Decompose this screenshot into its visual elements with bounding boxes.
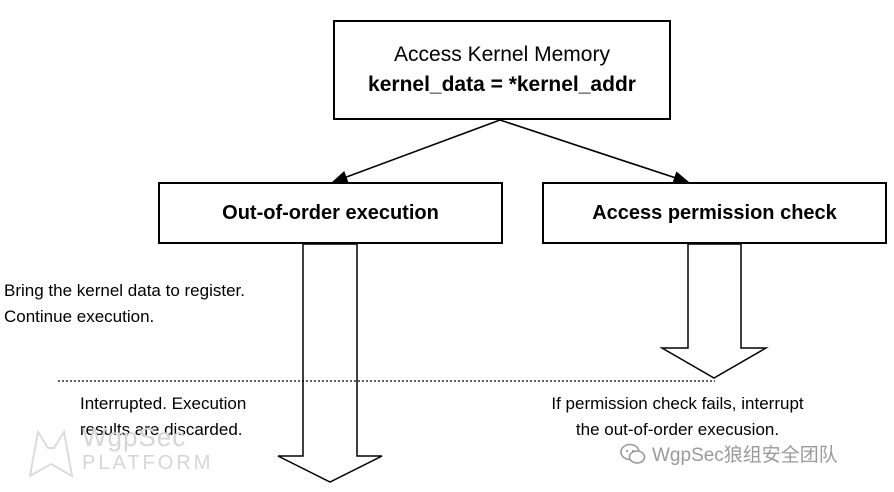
wolf-logo-icon — [28, 429, 74, 478]
left-block-arrow — [277, 243, 383, 483]
access-kernel-memory-box: Access Kernel Memory kernel_data = *kern… — [333, 20, 671, 120]
connector-to-left-box — [331, 119, 501, 183]
note-interrupted: Interrupted. Execution results are disca… — [80, 391, 246, 443]
watermark-wechat: WgpSec狼组安全团队 — [620, 440, 838, 467]
note-line: results are discarded. — [80, 420, 243, 439]
right-box-label: Access permission check — [592, 201, 837, 224]
wechat-icon — [620, 443, 646, 464]
left-box-label: Out-of-order execution — [222, 201, 439, 224]
note-line: Bring the kernel data to register. — [4, 281, 245, 300]
note-line: If permission check fails, interrupt — [551, 394, 804, 413]
note-line: Interrupted. Execution — [80, 394, 247, 413]
watermark-line1: WgpSec — [82, 422, 187, 452]
watermark-line2: PLATFORM — [82, 452, 214, 474]
top-box-code: kernel_data = *kernel_addr — [368, 73, 636, 96]
note-line: Continue execution. — [4, 307, 155, 326]
right-block-arrow — [659, 243, 769, 379]
connector-to-right-box — [499, 119, 690, 184]
watermark-right-text: WgpSec狼组安全团队 — [652, 445, 838, 466]
access-permission-check-box: Access permission check — [542, 182, 887, 244]
out-of-order-execution-box: Out-of-order execution — [158, 182, 503, 244]
watermark-wgpsec-platform: WgpSec PLATFORM — [26, 422, 214, 478]
note-bring-kernel-data: Bring the kernel data to register. Conti… — [4, 278, 245, 330]
top-box-title: Access Kernel Memory — [394, 43, 610, 66]
note-line: the out-of-order execusion. — [575, 420, 780, 439]
note-permission-fails: If permission check fails, interrupt the… — [505, 391, 850, 443]
